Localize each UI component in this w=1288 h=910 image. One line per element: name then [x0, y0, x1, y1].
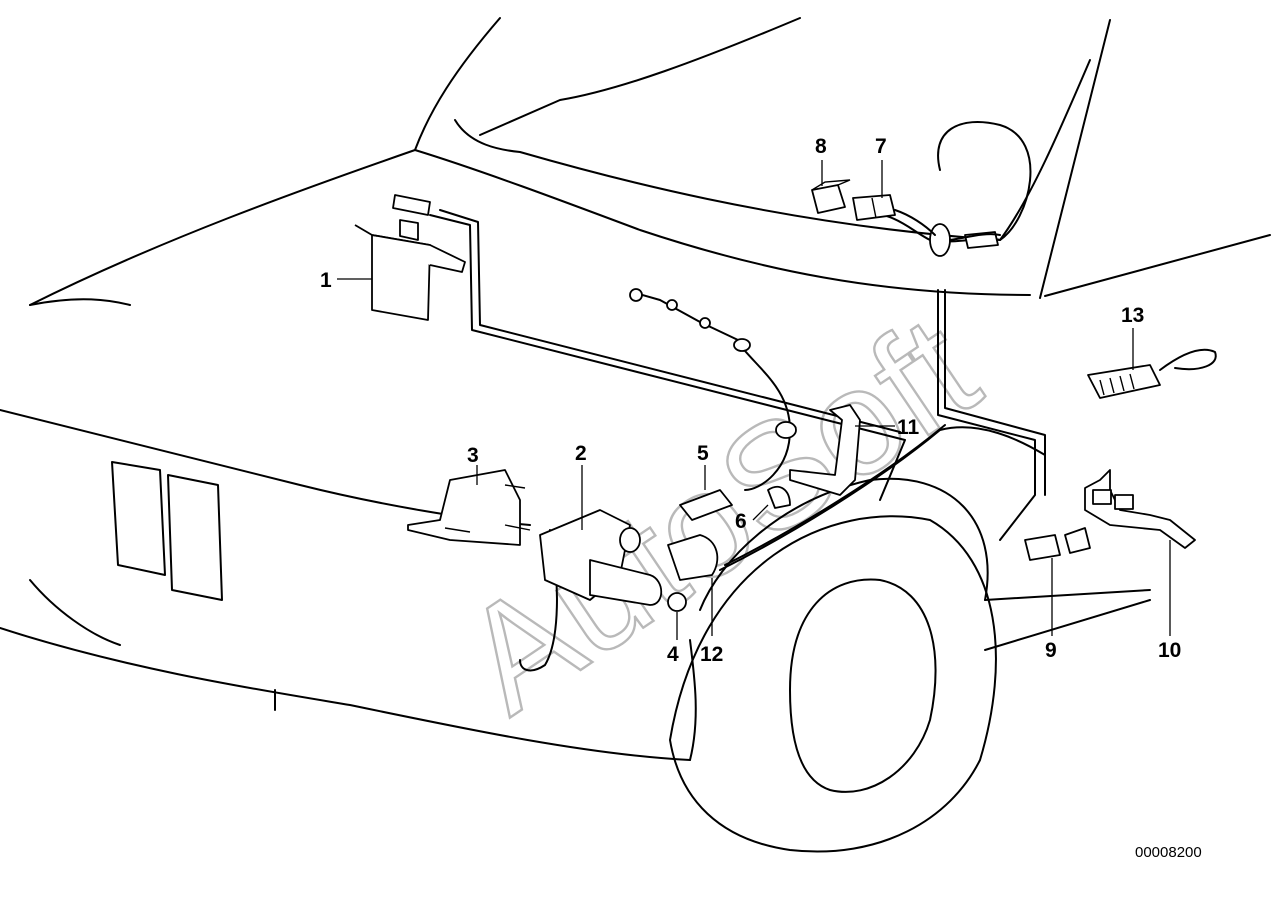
callout-6: 6 — [735, 510, 747, 533]
holder-bracket-part — [1084, 469, 1196, 549]
connector-assembly-part — [1087, 348, 1217, 399]
connector-housing-part — [811, 179, 851, 214]
nut-part — [667, 592, 687, 612]
callout-5: 5 — [697, 442, 709, 465]
callout-4: 4 — [667, 643, 679, 666]
wiring-harness — [429, 209, 1046, 571]
mounting-bracket-part — [789, 404, 861, 496]
callout-7: 7 — [875, 135, 887, 158]
callout-12: 12 — [700, 643, 723, 666]
callout-9: 9 — [1045, 639, 1057, 662]
bracket-part — [407, 469, 531, 546]
connector-part — [1024, 527, 1091, 561]
clip-part — [767, 485, 791, 509]
callout-11: 11 — [897, 416, 920, 439]
motor-plug-part — [667, 534, 719, 581]
bowden-cable-part — [629, 288, 797, 521]
callout-labels: 1 2 3 4 5 6 7 8 9 10 11 12 13 — [320, 135, 1181, 666]
callout-10: 10 — [1158, 639, 1181, 662]
control-module-part — [354, 194, 466, 321]
callout-1: 1 — [320, 269, 332, 292]
connector-cable-part — [852, 194, 1001, 257]
callout-3: 3 — [467, 444, 479, 467]
car-body-outline — [0, 17, 1271, 853]
adjuster-motor-part — [539, 509, 663, 606]
callout-leaders — [337, 160, 1171, 640]
callout-2: 2 — [575, 442, 587, 465]
callout-8: 8 — [815, 135, 827, 158]
diagram-id: 00008200 — [1135, 844, 1202, 861]
callout-13: 13 — [1121, 304, 1144, 327]
